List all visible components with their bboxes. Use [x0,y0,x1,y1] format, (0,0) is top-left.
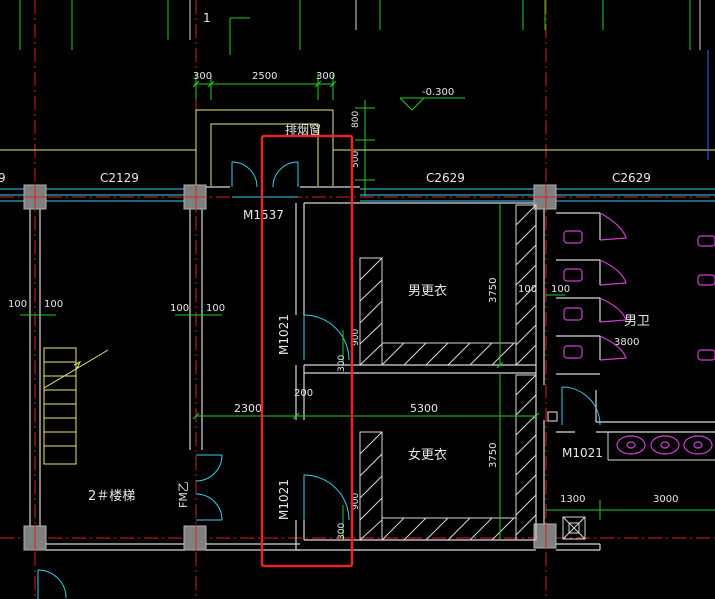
dim-2300: 2300 [234,402,262,415]
dim-300-a: 300 [337,355,347,372]
floor-drain-icon [547,411,558,422]
dim-100-a: 100 [8,299,27,310]
lockers [359,204,537,541]
washbasin-counter [607,432,715,461]
dim-300-right: 300 [316,71,335,82]
dim-3000: 3000 [653,494,678,505]
smoke-window-label: 排烟窗 [285,123,321,137]
room-men-toilet: 男卫 [624,314,650,329]
dim-900-a: 900 [351,329,361,346]
dimension-lines [20,203,715,540]
level-mark [399,97,465,111]
grid-label-1: 1 [203,11,211,25]
window-label-c2629-a: C2629 [426,171,465,185]
dim-3800: 3800 [614,337,639,348]
shaft-symbol [562,516,586,540]
level-mark-text: -0.300 [422,87,454,98]
dim-500: 500 [351,151,361,168]
door-label-m1021-b: M1021 [277,479,291,520]
right-vertical-dims [355,100,375,196]
dim-900-b: 900 [351,493,361,510]
dim-3750-a: 3750 [488,278,499,303]
dim-100-d: 100 [206,303,225,314]
dim-3750-b: 3750 [488,443,499,468]
dim-5300: 5300 [410,402,438,415]
dim-100-e: 100 [518,284,537,295]
door-bottom-left [37,569,67,599]
top-white-lines [189,0,701,50]
stair-label: 2＃楼梯 [88,489,135,504]
window-label-c2629-b: C2629 [612,171,651,185]
dim-2500: 2500 [252,71,277,82]
highlight-box [260,134,354,568]
room-women-locker: 女更衣 [408,447,447,463]
door-label-m1021-c: M1021 [562,446,603,460]
dim-300-b: 300 [337,523,347,540]
dim-100-c: 100 [170,303,189,314]
dim-1300: 1300 [560,494,585,505]
window-label-c2129: C2129 [100,171,139,185]
dim-100-b: 100 [44,299,63,310]
door-label-fm: FM乙 [177,481,190,508]
window-label-left-stub: 9 [0,171,6,185]
walls [29,186,715,551]
door-m1537 [231,161,299,198]
door-fm [195,454,223,521]
top-grid-lines [19,0,691,55]
top-dimension-chain [192,74,337,100]
door-m1021-top [303,314,350,361]
windows-top [0,188,715,202]
door-m1021-toilet [561,386,601,426]
column-axis-cross [24,185,556,550]
dim-800: 800 [351,111,361,128]
door-label-m1021-a: M1021 [277,314,291,355]
stair [43,347,109,465]
door-m1021-bottom [303,474,350,521]
dim-300-left: 300 [193,71,212,82]
door-label-m1537: M1537 [243,208,284,222]
toilet-stalls [563,212,715,455]
room-men-locker: 男更衣 [408,283,447,299]
smoke-window-outline [0,109,715,186]
dim-200: 200 [294,388,313,399]
dim-100-f: 100 [551,284,570,295]
